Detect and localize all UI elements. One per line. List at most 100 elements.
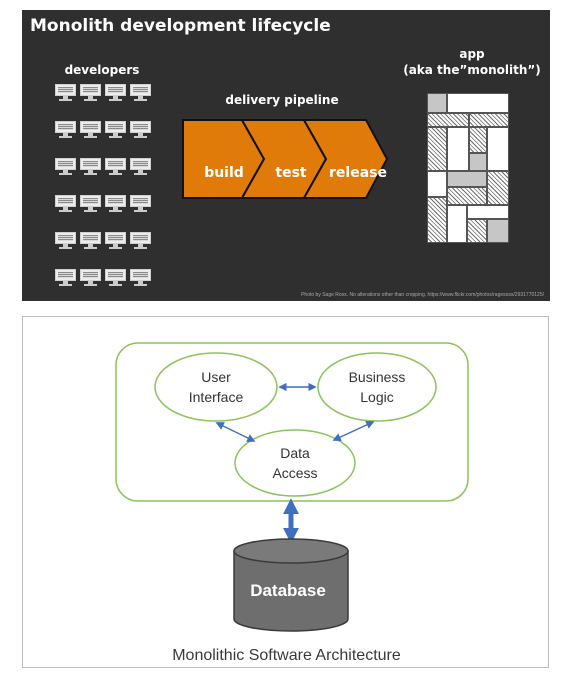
workstation-stand <box>113 96 118 99</box>
workstation-base <box>109 247 122 249</box>
developer-row <box>54 232 154 250</box>
developer-row <box>54 158 154 176</box>
stage-build-label: build <box>204 165 244 181</box>
app-label: app (aka the”monolith”) <box>382 46 550 78</box>
developers-grid <box>54 84 154 301</box>
diagram-caption: Monolithic Software Architecture <box>172 647 401 664</box>
workstation-screen <box>130 195 151 207</box>
monolith-piece <box>469 153 487 171</box>
workstation-stand <box>63 170 68 173</box>
stage-release-label: release <box>329 165 387 181</box>
workstation-stand <box>63 244 68 247</box>
workstation-screen <box>55 232 76 244</box>
app-label-line1: app <box>459 47 485 61</box>
monolith-piece <box>487 219 509 243</box>
photo-credit: Photo by Sage Ross. No alterations other… <box>301 292 544 298</box>
monolith-piece <box>467 205 509 219</box>
business-logic-label: Business Logic <box>327 367 427 407</box>
delivery-pipeline: build test release <box>180 117 390 201</box>
workstation-stand <box>138 96 143 99</box>
workstation-screen <box>80 195 101 207</box>
workstation-base <box>84 136 97 138</box>
user-interface-label: User Interface <box>166 367 266 407</box>
monolith-piece <box>467 219 487 243</box>
workstation-base <box>134 136 147 138</box>
workstation-base <box>84 99 97 101</box>
developer-workstation-icon <box>79 158 102 176</box>
developer-workstation-icon <box>79 269 102 287</box>
workstation-base <box>84 284 97 286</box>
workstation-base <box>134 210 147 212</box>
developer-row <box>54 84 154 102</box>
workstation-stand <box>88 170 93 173</box>
workstation-base <box>134 99 147 101</box>
workstation-screen <box>55 121 76 133</box>
workstation-screen <box>105 195 126 207</box>
workstation-base <box>134 173 147 175</box>
workstation-screen <box>80 269 101 281</box>
workstation-screen <box>55 84 76 96</box>
workstation-base <box>84 210 97 212</box>
workstation-screen <box>80 121 101 133</box>
developer-workstation-icon <box>104 195 127 213</box>
workstation-screen <box>80 232 101 244</box>
developer-workstation-icon <box>104 84 127 102</box>
workstation-stand <box>113 133 118 136</box>
workstation-stand <box>138 133 143 136</box>
workstation-screen <box>105 121 126 133</box>
monolith-piece <box>469 113 509 127</box>
workstation-stand <box>113 170 118 173</box>
user-interface-node <box>154 352 278 422</box>
developer-workstation-icon <box>129 84 152 102</box>
pipeline-chevrons <box>182 119 389 199</box>
workstation-base <box>84 247 97 249</box>
workstation-stand <box>63 133 68 136</box>
workstation-base <box>109 99 122 101</box>
workstation-base <box>59 284 72 286</box>
workstation-stand <box>113 207 118 210</box>
workstation-base <box>59 173 72 175</box>
workstation-base <box>59 247 72 249</box>
workstation-base <box>134 284 147 286</box>
developer-workstation-icon <box>129 269 152 287</box>
monolith-piece <box>487 127 509 171</box>
data-access-label-line1: Data <box>280 445 310 461</box>
developer-workstation-icon <box>104 158 127 176</box>
release-chevron <box>302 119 389 199</box>
database-label: Database <box>250 581 326 600</box>
developer-row <box>54 195 154 213</box>
user-interface-label-line2: Interface <box>188 389 244 405</box>
workstation-screen <box>55 269 76 281</box>
developer-workstation-icon <box>79 84 102 102</box>
workstation-screen <box>130 84 151 96</box>
developer-workstation-icon <box>54 269 77 287</box>
slide-title: Monolith development lifecycle <box>30 16 331 36</box>
workstation-screen <box>105 158 126 170</box>
monolith-piece <box>427 127 447 171</box>
monolith-piece <box>427 113 469 127</box>
developer-workstation-icon <box>54 121 77 139</box>
workstation-stand <box>88 133 93 136</box>
workstation-screen <box>130 269 151 281</box>
developer-row <box>54 121 154 139</box>
developer-workstation-icon <box>129 158 152 176</box>
workstation-stand <box>88 207 93 210</box>
data-access-node <box>234 429 356 497</box>
architecture-shapes <box>115 342 469 632</box>
workstation-stand <box>138 207 143 210</box>
developers-label: developers <box>64 63 140 77</box>
developer-workstation-icon <box>54 84 77 102</box>
developer-row <box>54 269 154 287</box>
workstation-screen <box>105 269 126 281</box>
app-label-line2: (aka the”monolith”) <box>403 63 541 77</box>
business-logic-label-line1: Business <box>348 369 406 385</box>
workstation-screen <box>55 158 76 170</box>
developer-workstation-icon <box>104 269 127 287</box>
workstation-stand <box>88 96 93 99</box>
developer-workstation-icon <box>54 158 77 176</box>
workstation-screen <box>80 84 101 96</box>
monolith-piece <box>447 171 487 187</box>
delivery-pipeline-label: delivery pipeline <box>225 93 339 107</box>
monolith-piece <box>447 187 487 205</box>
workstation-screen <box>130 232 151 244</box>
